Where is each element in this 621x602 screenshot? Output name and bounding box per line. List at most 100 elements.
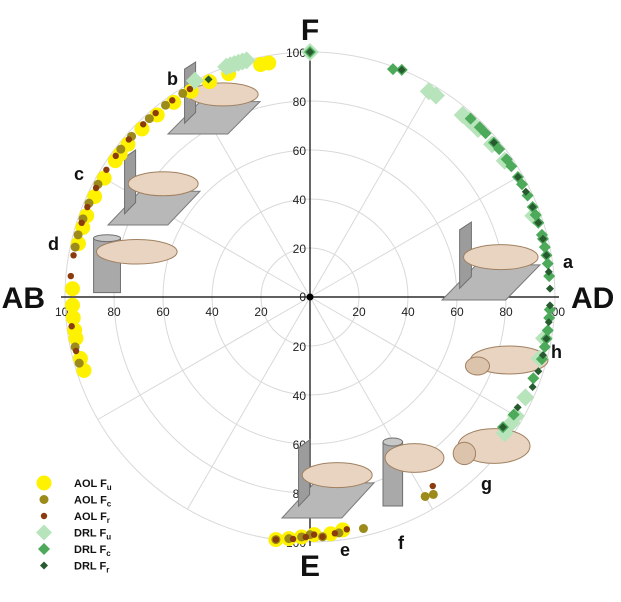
data-point-s5-5 [541,257,554,270]
tick-up-40: 40 [293,193,307,207]
data-point-s5-29 [527,372,540,385]
data-points [64,43,556,548]
grid-spoke-240 [187,296,311,510]
posture-label-f: f [398,533,405,553]
data-point-s2-3 [144,114,154,124]
tick-left-60: 60 [156,305,170,319]
data-point-s3-2 [169,97,176,104]
data-point-s4-12 [516,388,535,407]
posture-label-d: d [48,234,59,254]
legend-name-3: AOL F [74,511,107,523]
data-point-s3-6 [112,152,119,160]
data-point-s6-6 [542,251,551,260]
data-point-s6-7 [538,234,547,243]
legend-marker-4 [36,524,52,541]
data-point-s3-7 [103,166,110,173]
data-point-s2-1 [178,88,188,98]
series-6 [204,48,554,432]
data-point-s5-7 [538,241,551,254]
data-point-s2-21 [428,489,438,499]
data-point-s6-15 [542,334,551,343]
posture-h-illustration-fist [464,356,491,376]
data-point-s3-18 [310,531,318,538]
legend-item-1: AOL Fu [36,475,112,492]
data-point-s6-1 [306,48,314,56]
data-point-s3-21 [343,526,350,533]
posture-c-illustration-hand [127,171,199,197]
legend-marker-2 [39,495,49,504]
data-point-s6-5 [544,267,553,276]
legend-label-4: DRL Fu [74,528,111,542]
legend-item-6: DRL Fr [40,561,109,575]
legend-subscript-5: c [106,549,111,558]
data-point-s3-10 [78,219,85,227]
data-point-s6-12 [489,138,498,147]
legend-name-1: AOL F [74,478,107,490]
data-point-s1-17 [64,281,80,297]
legend-subscript-6: r [106,566,109,575]
data-point-s6-8 [534,218,543,227]
legend-marker-5 [38,543,50,555]
data-point-s2-2 [161,100,171,110]
data-point-s1-11 [107,153,123,169]
data-point-s2-20 [420,491,430,501]
legend-subscript-4: u [106,533,111,542]
data-point-s6-9 [528,203,537,212]
posture-f-illustration-hand [384,443,445,473]
posture-d-illustration [93,234,178,294]
data-point-s1-18 [64,297,80,313]
data-point-s3-15 [272,536,280,543]
posture-label-c: c [74,164,84,184]
legend-subscript-2: c [107,500,112,509]
tick-up-100: 100 [286,46,306,60]
hand-posture-illustrations [93,61,549,519]
legend-item-3: AOL Fr [40,511,110,525]
data-point-s6-17 [534,367,543,376]
data-point-s6-13 [545,301,554,310]
posture-b-illustration [166,61,262,135]
posture-d-illustration-hand [95,239,178,265]
data-point-s3-4 [140,121,147,128]
legend-label-2: AOL Fc [74,495,112,509]
tick-right-60: 60 [450,305,464,319]
posture-f-illustration-cylinder-top [382,437,404,447]
posture-a-illustration-hand [463,244,539,271]
direction-label-top: F [301,14,319,47]
tick-up-20: 20 [293,242,307,256]
posture-c-illustration-base [106,190,202,226]
data-point-s2-12 [74,358,84,368]
legend-marker-1 [36,475,52,491]
tick-left-40: 40 [205,305,219,319]
data-point-s3-8 [92,184,100,192]
posture-label-g: g [481,474,492,494]
data-point-s6-2 [397,65,406,74]
data-point-s3-20 [331,530,339,537]
data-point-s3-13 [68,323,75,330]
posture-g-illustration-fist [452,441,477,466]
legend-subscript-1: u [107,483,112,492]
posture-b-illustration-hand [187,82,259,107]
grid-spoke-60 [309,84,433,298]
data-point-s3-11 [70,252,77,259]
tick-left-80: 80 [107,305,121,319]
posture-label-a: a [563,252,574,272]
posture-label-e: e [340,540,350,560]
tick-up-80: 80 [293,95,307,109]
data-point-s2-10 [70,242,80,252]
data-point-s3-17 [302,533,310,541]
data-point-s4-8 [221,56,240,75]
data-point-s6-4 [545,284,554,293]
data-point-s3-9 [84,203,91,211]
data-point-s3-19 [319,533,326,540]
legend-label-6: DRL Fr [74,561,109,575]
grid-spoke-300 [309,296,433,510]
data-point-s1-2 [253,57,269,73]
data-point-s3-5 [125,136,132,143]
tick-right-80: 80 [499,305,513,319]
data-point-s2-19 [358,524,368,534]
